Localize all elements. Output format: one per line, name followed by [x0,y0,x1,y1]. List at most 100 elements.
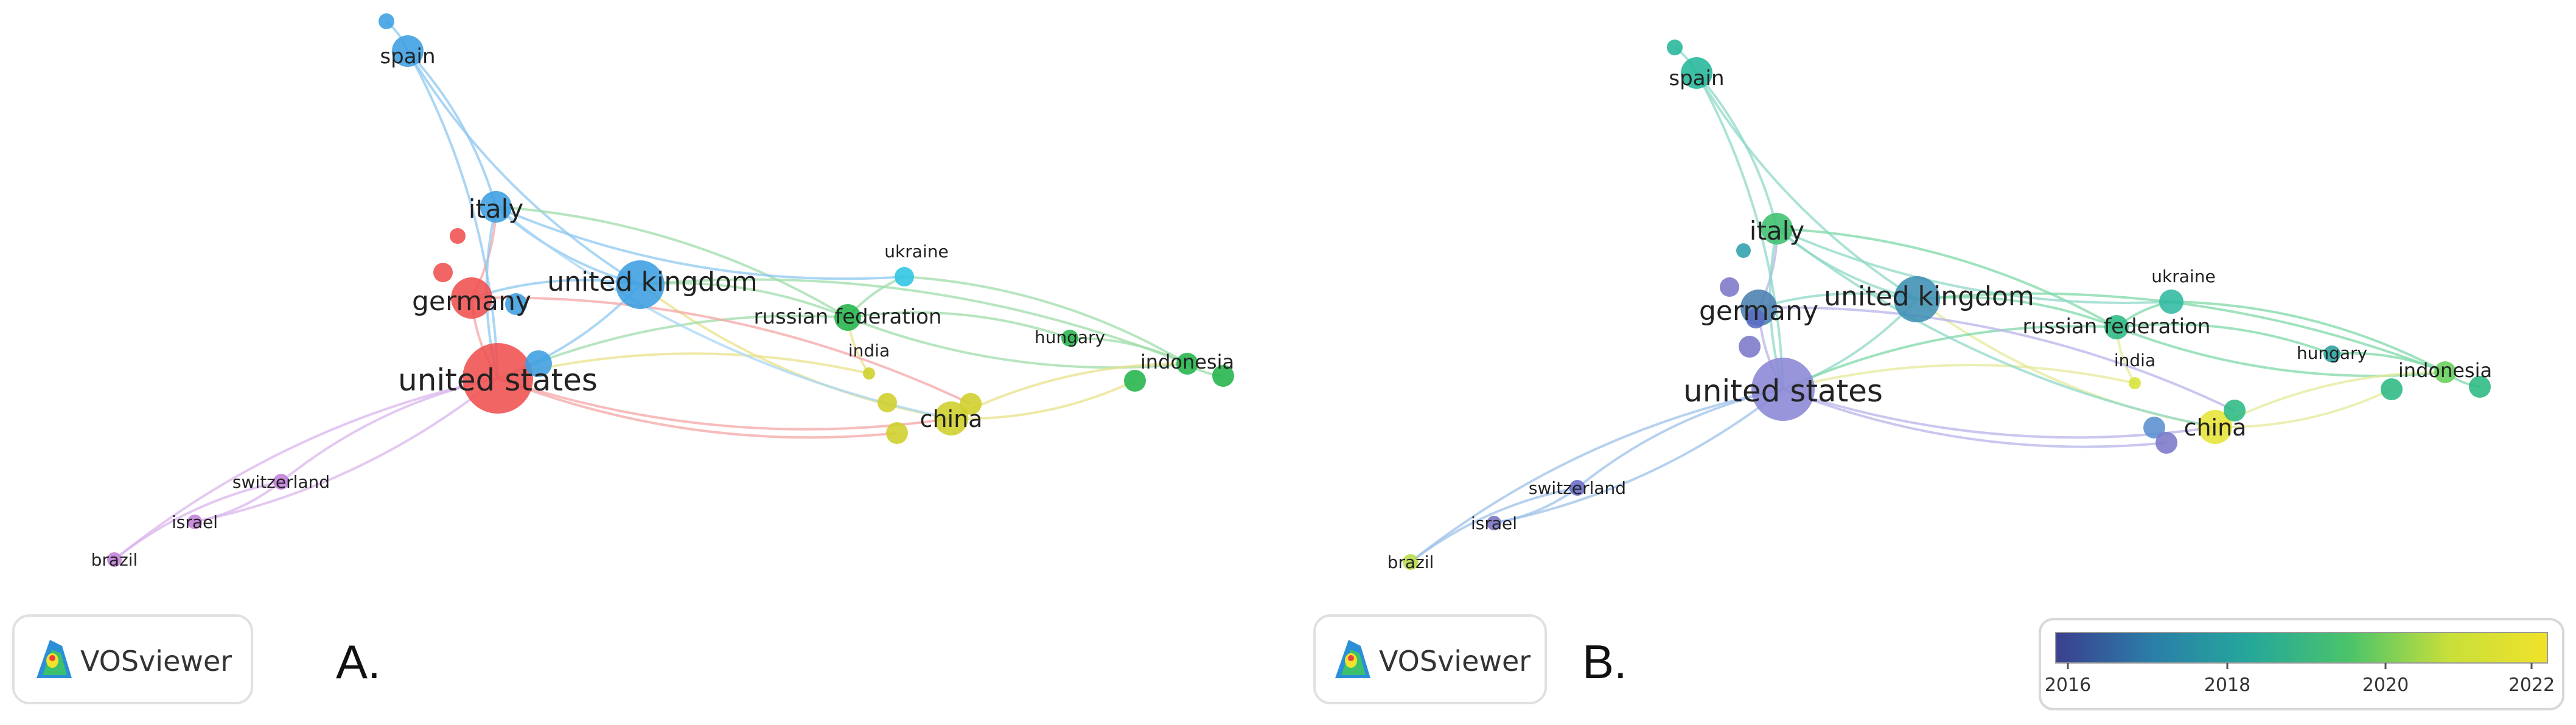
link-edge [407,50,497,207]
node-hungary[interactable] [2323,345,2340,362]
colorbar-tick-label: 2018 [2204,675,2250,696]
node-blue-small-1[interactable] [1746,309,1765,328]
label-germany: germany [1699,296,1818,327]
link-edge [1695,72,1784,390]
panel-b-nodes [1403,40,2491,570]
colorbar-tick-label: 2022 [2508,675,2555,696]
node-yellow-small-3[interactable] [886,422,908,444]
node-yellow-small-1[interactable] [2224,400,2246,421]
label-indonesia: indonesia [2398,359,2492,382]
link-edge [640,278,1188,365]
node-united-kingdom[interactable] [616,260,665,309]
link-edge [194,377,499,523]
vosviewer-logo-text: VOSviewer [1379,645,1531,678]
node-green-small-1[interactable] [2381,378,2403,400]
node-red-small-1[interactable] [450,228,466,244]
node-spain[interactable] [1681,57,1712,89]
link-edge [1069,336,1188,365]
label-hungary: hungary [1035,327,1105,347]
vosviewer-logo-a: VOSviewer [12,614,253,704]
link-edge [1776,227,2172,305]
node-red-small-2[interactable] [433,263,453,282]
node-ukraine[interactable] [895,267,914,286]
node-israel[interactable] [1487,516,1501,530]
colorbar-tick-label: 2020 [2362,675,2409,696]
label-indonesia: indonesia [1140,350,1234,373]
vosviewer-logo-icon [1335,640,1370,678]
node-blue-small-2[interactable] [525,350,552,377]
node-spain-small[interactable] [379,13,394,29]
label-brazil: brazil [1387,552,1434,572]
link-edge [2116,323,2333,355]
node-green-small-2[interactable] [1212,365,1234,387]
link-edge [951,380,1136,420]
node-spain[interactable] [392,35,424,67]
label-spain: spain [380,44,435,69]
label-italy: italy [469,194,523,224]
link-edge [1782,325,2117,390]
node-spain-small[interactable] [1667,40,1683,55]
node-red-small-1[interactable] [1720,277,1739,297]
node-switzerland[interactable] [273,474,289,490]
year-colorbar: 2016 2018 2020 2022 [2039,618,2564,710]
label-united-states: united states [398,362,598,398]
node-yellow-small-3[interactable] [2155,432,2177,454]
panel-b-letter: B. [1582,635,1627,689]
node-ukraine[interactable] [2159,290,2183,314]
node-germany[interactable] [451,277,492,319]
link-edge [1409,388,1784,563]
link-edge [1776,227,2216,428]
label-switzerland: switzerland [1529,478,1626,498]
label-india: india [2114,350,2155,370]
link-edge [113,377,498,561]
node-china[interactable] [2198,410,2232,444]
label-israel: israel [1471,513,1517,533]
link-edge [1493,487,1579,524]
node-russian-federation[interactable] [834,304,861,331]
node-india[interactable] [2129,377,2141,389]
node-red-small-2[interactable] [1736,243,1751,258]
node-yellow-small-2[interactable] [878,393,897,412]
node-brazil[interactable] [1403,554,1419,570]
node-united-states[interactable] [462,343,533,414]
link-edge [1782,364,2135,390]
colorbar-tick-label: 2016 [2045,675,2091,696]
label-ukraine: ukraine [884,241,948,262]
node-italy[interactable] [480,191,512,223]
link-edge [2171,300,2446,373]
link-edge [471,296,971,405]
node-russian-federation[interactable] [2104,315,2129,339]
node-switzerland[interactable] [1569,480,1585,496]
link-edge [1758,306,2235,412]
colorbar-gradient [2055,632,2548,664]
label-united-states: united states [1683,373,1883,409]
node-israel[interactable] [187,515,202,529]
link-edge [497,377,952,431]
node-blue-small-2[interactable] [1739,336,1761,358]
node-yellow-small-1[interactable] [960,393,982,415]
node-hungary[interactable] [1061,330,1078,347]
vosviewer-logo-icon [37,640,72,678]
vosviewer-logo-b: VOSviewer [1313,614,1547,704]
node-brazil[interactable] [107,552,122,567]
node-indonesia[interactable] [2434,361,2456,383]
panel-a-nodes [107,13,1234,567]
node-blue-small-1[interactable] [505,293,527,315]
node-united-states[interactable] [1751,358,1815,421]
node-italy[interactable] [1761,213,1793,245]
link-edge [904,276,1189,365]
node-indonesia[interactable] [1176,353,1198,375]
label-switzerland: switzerland [232,472,330,492]
node-green-small-1[interactable] [1124,370,1146,392]
node-china[interactable] [934,401,968,435]
node-yellow-small-2[interactable] [2143,417,2165,439]
link-edge [1695,72,1918,300]
label-china: china [920,406,983,432]
link-edge [847,311,1070,339]
link-edge [194,480,282,523]
node-india[interactable] [863,367,875,380]
node-green-small-2[interactable] [2469,376,2491,398]
node-united-kingdom[interactable] [1894,276,1940,322]
